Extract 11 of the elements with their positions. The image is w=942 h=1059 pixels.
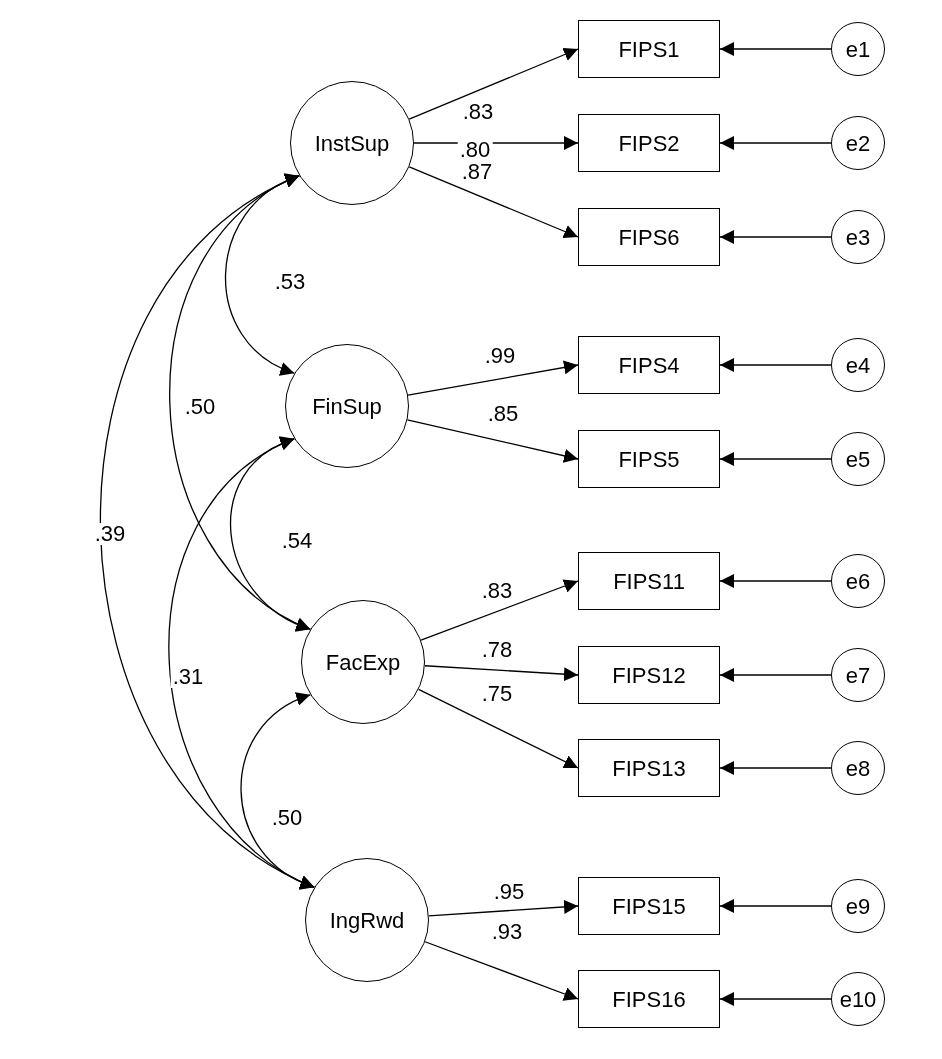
observed-variable-box: FIPS12 xyxy=(578,646,720,704)
observed-variable-box: FIPS1 xyxy=(578,20,720,78)
observed-variable-box: FIPS4 xyxy=(578,336,720,394)
observed-variable-box: FIPS5 xyxy=(578,430,720,488)
observed-variable-box: FIPS16 xyxy=(578,970,720,1028)
observed-variable-box: FIPS6 xyxy=(578,208,720,266)
observed-variable-box: FIPS15 xyxy=(578,877,720,935)
observed-variable-box: FIPS2 xyxy=(578,114,720,172)
observed-variable-box: FIPS13 xyxy=(578,739,720,797)
observed-variable-box: FIPS11 xyxy=(578,552,720,610)
edge-label: .31 xyxy=(170,666,206,688)
